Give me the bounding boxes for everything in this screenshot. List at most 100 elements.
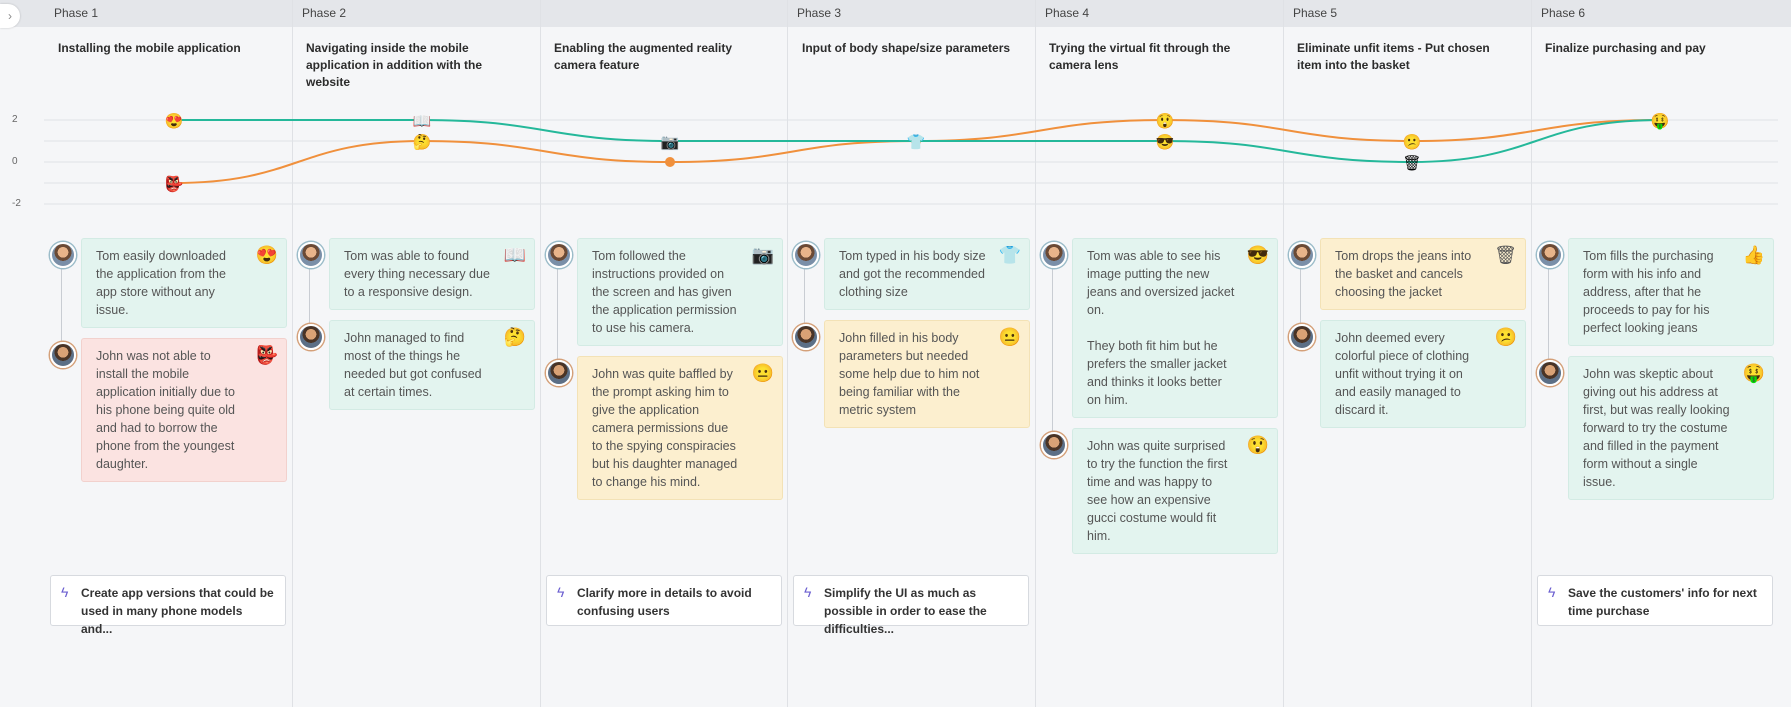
emotion-icon: 📷 (751, 245, 774, 265)
card-text: John managed to find most of the things … (344, 331, 482, 399)
emotion-icon: 🤔 (503, 327, 526, 347)
lightning-icon: ϟ (1548, 584, 1556, 600)
idea-text: Create app versions that could be used i… (81, 586, 274, 636)
confused-icon: 😕 (1403, 133, 1422, 151)
step-title[interactable]: Installing the mobile application (58, 41, 241, 55)
column-divider (787, 0, 788, 707)
persona-connector-line (309, 260, 310, 330)
tom-avatar[interactable] (1537, 242, 1563, 268)
john-experience-card[interactable]: John was quite surprised to try the func… (1072, 428, 1278, 554)
step-title[interactable]: Eliminate unfit items - Put chosen item … (1297, 41, 1490, 72)
john-avatar[interactable] (1041, 432, 1067, 458)
card-text: John filled in his body parameters but n… (839, 331, 980, 417)
tom-avatar[interactable] (1289, 242, 1315, 268)
phase-label[interactable]: Phase 6 (1541, 6, 1586, 20)
ogre-icon: 👺 (165, 174, 184, 193)
tom-experience-card[interactable]: Tom easily downloaded the application fr… (81, 238, 287, 328)
phase-label[interactable]: Phase 3 (797, 6, 842, 20)
t-shirt-icon: 👕 (907, 134, 926, 151)
tom-avatar[interactable] (1041, 242, 1067, 268)
phase-header-bar (0, 0, 1791, 27)
idea-text: Save the customers' info for next time p… (1568, 586, 1757, 618)
tom-avatar[interactable] (793, 242, 819, 268)
john-experience-card[interactable]: John was quite baffled by the prompt ask… (577, 356, 783, 500)
card-text: Tom typed in his body size and got the r… (839, 249, 986, 299)
card-text: John was quite baffled by the prompt ask… (592, 367, 738, 489)
tom-experience-card[interactable]: Tom followed the instructions provided o… (577, 238, 783, 346)
collapse-toggle-button[interactable]: › (0, 4, 20, 28)
persona-connector-line (1300, 260, 1301, 330)
tom-avatar[interactable] (546, 242, 572, 268)
emotion-icon: 🤑 (1742, 363, 1765, 383)
tom-experience-card[interactable]: Tom drops the jeans into the basket and … (1320, 238, 1526, 310)
john-avatar[interactable] (793, 324, 819, 350)
sunglasses-face-icon: 😎 (1156, 133, 1175, 151)
emotion-icon: 🗑 (1494, 245, 1517, 265)
emotion-icon: 😲 (1246, 435, 1269, 455)
idea-card[interactable]: ϟ Create app versions that could be used … (50, 575, 286, 636)
john-avatar[interactable] (298, 324, 324, 350)
emotion-icon: 📖 (503, 245, 526, 265)
tom-avatar[interactable] (50, 242, 76, 268)
john-experience-card[interactable]: John managed to find most of the things … (329, 320, 535, 410)
emotion-icon: 👍 (1742, 245, 1765, 265)
john-avatar[interactable] (1537, 360, 1563, 386)
phase-label[interactable]: Phase 1 (54, 6, 99, 20)
lightning-icon: ϟ (557, 584, 565, 600)
john-experience-card[interactable]: John filled in his body parameters but n… (824, 320, 1030, 428)
idea-text: Clarify more in details to avoid confusi… (577, 586, 752, 618)
emotion-icon: 😕 (1494, 327, 1517, 347)
column-divider (1531, 0, 1532, 707)
lightning-icon: ϟ (61, 584, 69, 600)
john-experience-card[interactable]: John was not able to install the mobile … (81, 338, 287, 482)
john-experience-card[interactable]: John was skeptic about giving out his ad… (1568, 356, 1774, 500)
step-title[interactable]: Finalize purchasing and pay (1545, 41, 1706, 55)
step-title[interactable]: Enabling the augmented reality camera fe… (554, 41, 733, 72)
tom-experience-card[interactable]: Tom typed in his body size and got the r… (824, 238, 1030, 310)
column-divider (540, 0, 541, 707)
card-text: John was not able to install the mobile … (96, 349, 236, 471)
emotion-icon: 😎 (1246, 245, 1269, 265)
emotion-icon: 😐 (751, 363, 774, 383)
y-tick-label: 0 (12, 156, 18, 167)
phase-label[interactable]: Phase 5 (1293, 6, 1338, 20)
tom-experience-card[interactable]: Tom was able to found every thing necess… (329, 238, 535, 310)
column-divider (1283, 0, 1284, 707)
idea-card[interactable]: ϟ Save the customers' info for next time … (1537, 575, 1773, 626)
money-mouth-icon: 🤑 (1651, 112, 1670, 130)
john-avatar[interactable] (546, 360, 572, 386)
wastebasket-icon: 🗑 (1402, 155, 1421, 172)
john-emotion-line (173, 118, 1661, 184)
idea-card[interactable]: ϟ Clarify more in details to avoid confus… (546, 575, 782, 626)
step-title[interactable]: Navigating inside the mobile application… (306, 41, 482, 89)
tom-experience-card[interactable]: Tom fills the purchasing form with his i… (1568, 238, 1774, 346)
step-title[interactable]: Input of body shape/size parameters (802, 41, 1011, 55)
column-divider (1035, 0, 1036, 707)
persona-connector-line (1548, 260, 1549, 366)
y-tick-label: 2 (12, 114, 18, 125)
card-text: They both fit him but he prefers the sma… (1087, 339, 1227, 407)
idea-card[interactable]: ϟ Simplify the UI as much as possible in … (793, 575, 1029, 636)
card-text: Tom followed the instructions provided o… (592, 249, 737, 335)
star-struck-icon: 😍 (165, 112, 184, 130)
idea-text: Simplify the UI as much as possible in o… (824, 586, 987, 636)
emotion-curve-chart: 👺🤔😲😕🤑😍📖📷👕😎🗑🤑 (44, 112, 1778, 205)
john-experience-card[interactable]: John deemed every colorful piece of clot… (1320, 320, 1526, 428)
card-text: Tom easily downloaded the application fr… (96, 249, 226, 317)
tom-experience-card[interactable]: Tom was able to see his image putting th… (1072, 238, 1278, 418)
john-point (665, 157, 675, 167)
emotion-icon: 👕 (998, 245, 1021, 265)
card-text: Tom was able to found every thing necess… (344, 249, 490, 299)
john-avatar[interactable] (50, 342, 76, 368)
emotion-icon: 😐 (998, 327, 1021, 347)
lightning-icon: ϟ (804, 584, 812, 600)
emotion-icon: 😍 (255, 245, 278, 265)
phase-label[interactable]: Phase 2 (302, 6, 347, 20)
thinking-icon: 🤔 (413, 133, 432, 151)
phase-label[interactable]: Phase 4 (1045, 6, 1090, 20)
john-avatar[interactable] (1289, 324, 1315, 350)
card-text: John was quite surprised to try the func… (1087, 439, 1228, 543)
card-text: John was skeptic about giving out his ad… (1583, 367, 1730, 489)
step-title[interactable]: Trying the virtual fit through the camer… (1049, 41, 1231, 72)
tom-avatar[interactable] (298, 242, 324, 268)
